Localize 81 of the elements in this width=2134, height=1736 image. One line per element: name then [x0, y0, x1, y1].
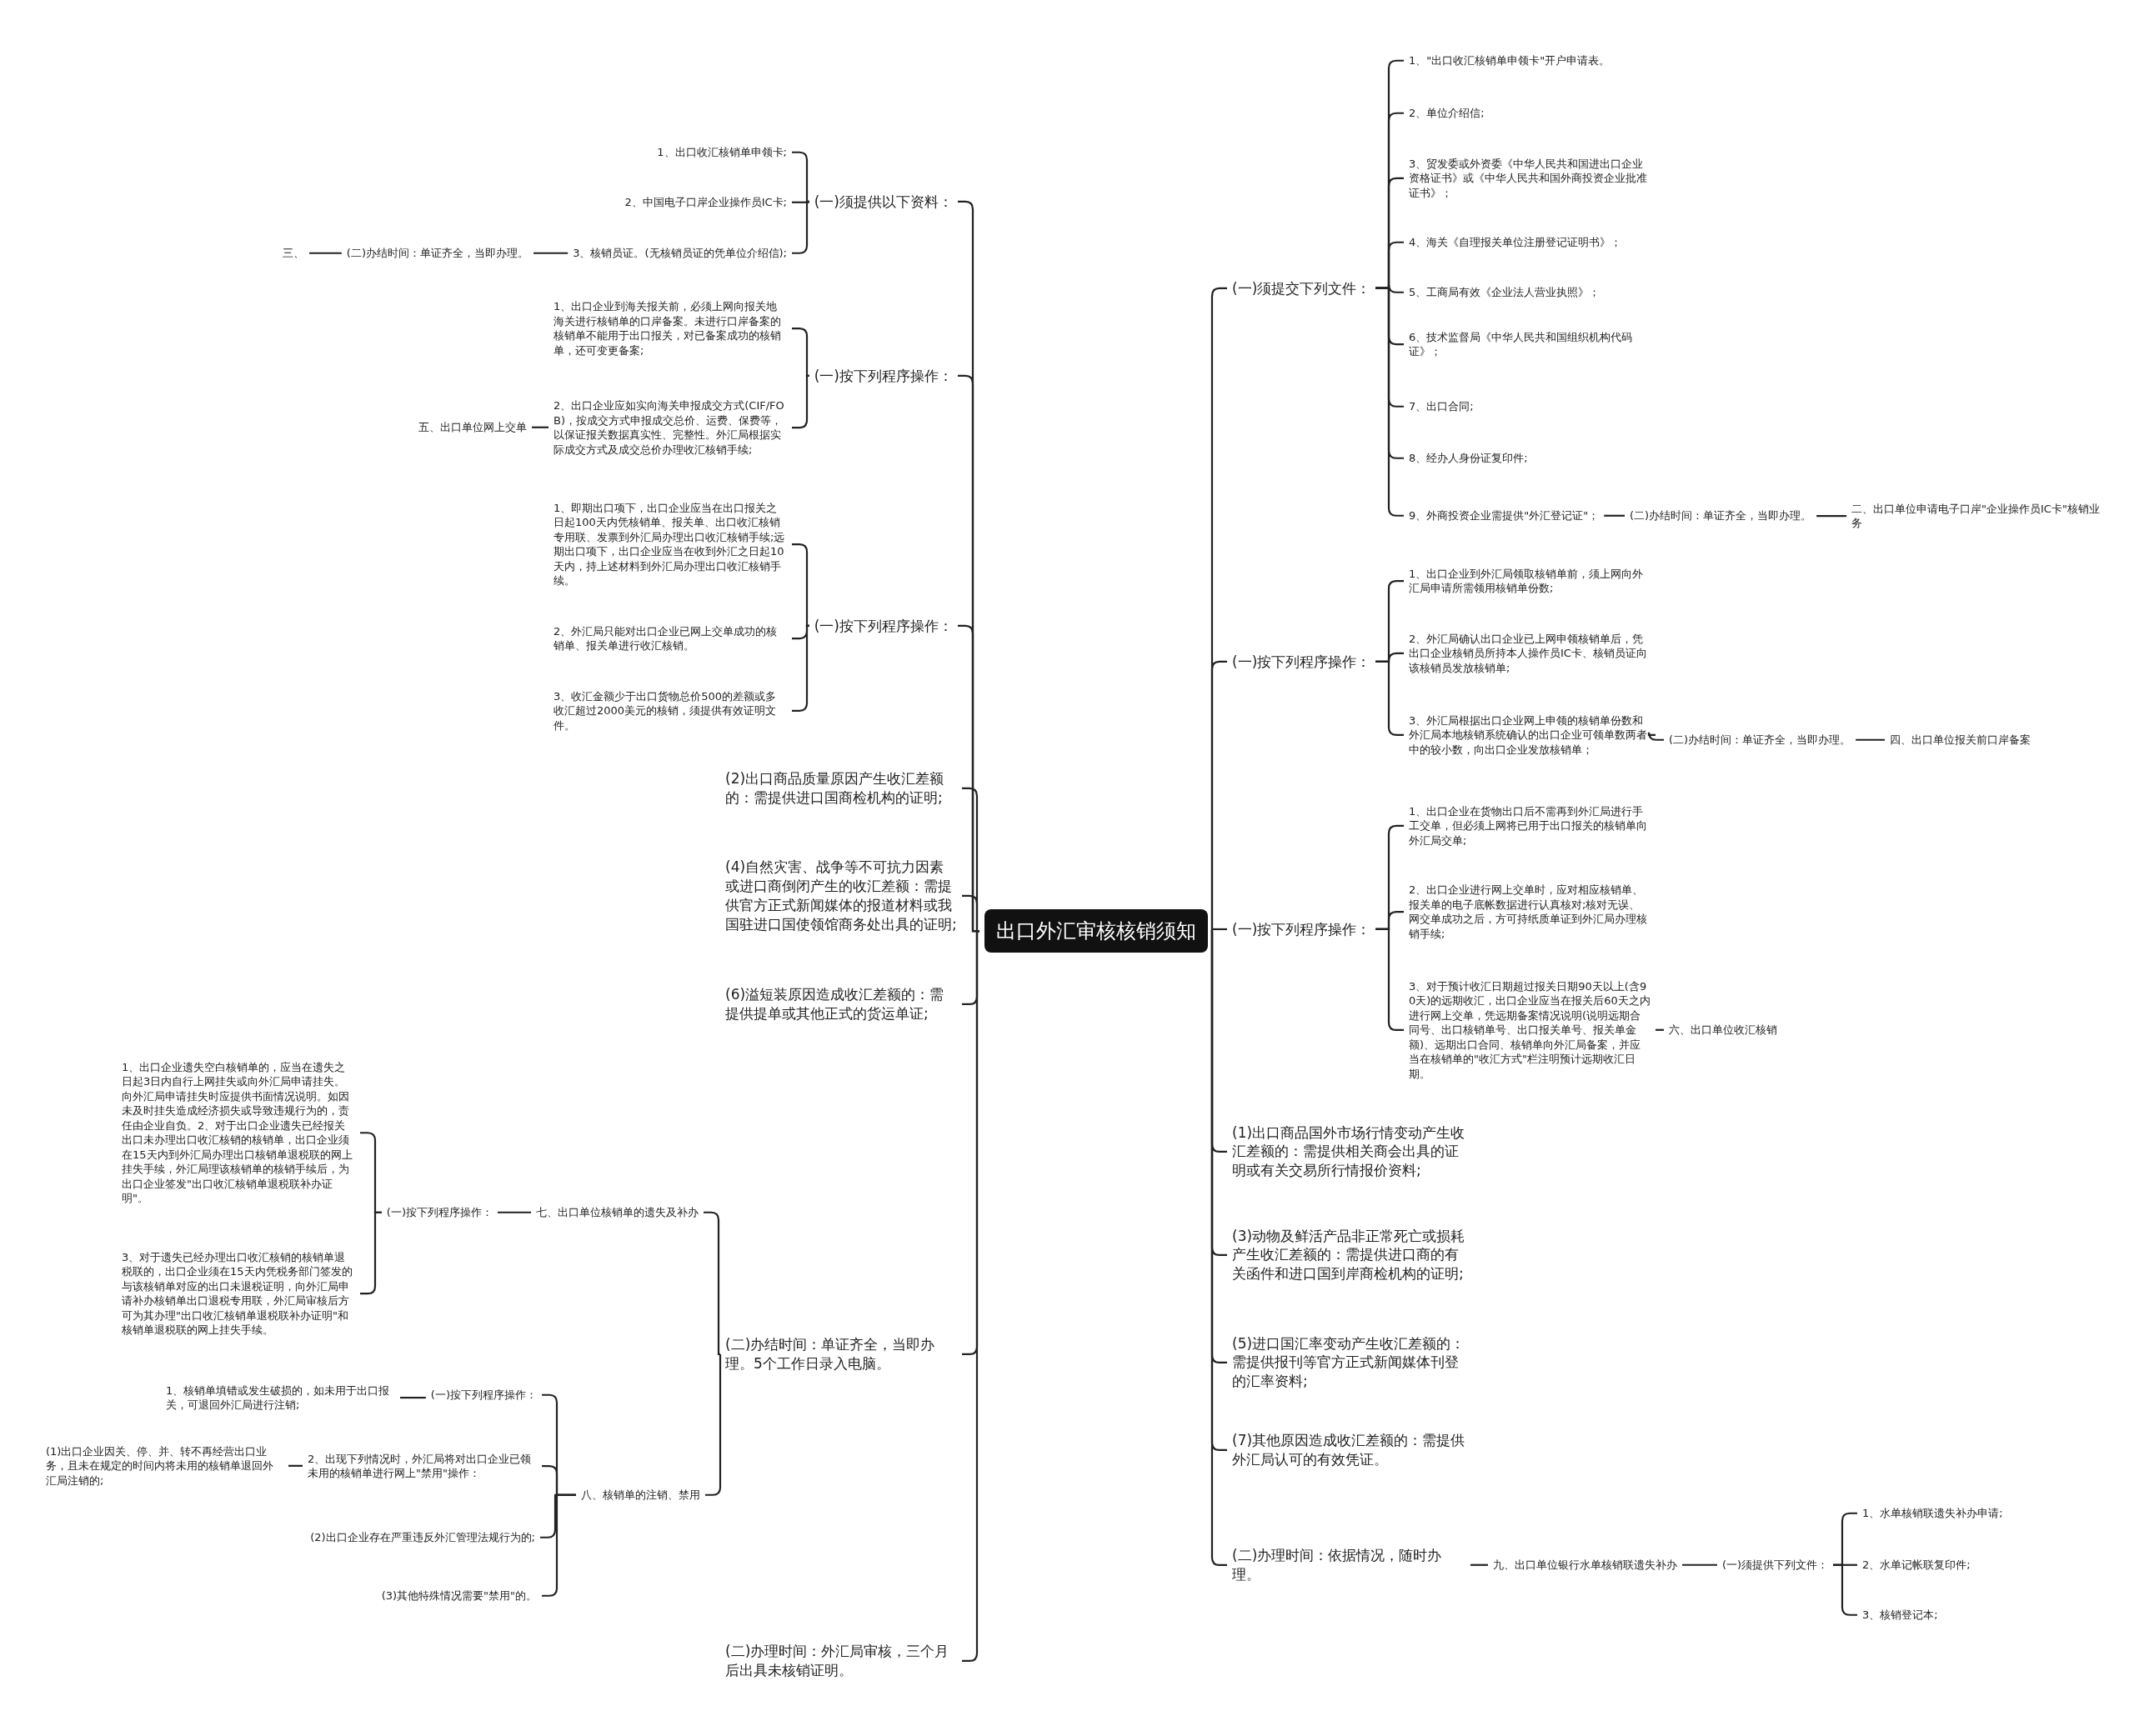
central-topic-box: 出口外汇审核核销须知	[984, 909, 1208, 953]
topic-text: 九、出口单位银行水单核销联遗失补办	[1493, 1558, 1677, 1573]
topic-text: 七、出口单位核销单的遗失及补办	[536, 1205, 699, 1220]
topic-text: 9、外商投资企业需提供"外汇登记证"；	[1409, 508, 1600, 523]
topic-text: (二)办理时间：外汇局审核，三个月后出具未核销证明。	[725, 1642, 957, 1680]
topic-text: (6)溢短装原因造成收汇差额的：需提供提单或其他正式的货运单证;	[725, 985, 957, 1023]
topic-text: (一)按下列程序操作：	[430, 1388, 537, 1403]
topic-text: 2、出口企业应如实向海关申报成交方式(CIF/FOB)，按成交方式申报成交总价、运费、保费等，以保证报关数据真实性、完整性。外汇局根据实际成交方式及成交总价办理收汇核销手续;	[554, 398, 787, 458]
topic-text: (1)出口商品国外市场行情变动产生收汇差额的：需提供相关商会出具的证明或有关交易所行情报价资料;	[1232, 1123, 1465, 1181]
connector-line	[1856, 738, 1885, 741]
topic-text: (一)按下列程序操作：	[1232, 919, 1371, 939]
topic-text: 1、出口收汇核销单申领卡;	[657, 145, 787, 160]
connector-line	[498, 1211, 531, 1213]
connector-line	[1682, 1563, 1717, 1566]
topic-text: (二)办结时间：单证齐全，当即办理。	[1630, 508, 1812, 523]
topic-text: (一)须提交下列文件：	[1232, 278, 1371, 298]
connector-line	[1213, 928, 1227, 931]
connector-line	[1647, 731, 1664, 741]
connector-line	[1816, 514, 1846, 518]
topic-text: 1、出口企业到外汇局领取核销单前，须上网向外汇局申请所需领用核销单份数;	[1409, 566, 1651, 596]
topic-text: 2、出现下列情况时，外汇局将对出口企业已领未用的核销单进行网上"禁用"操作：	[308, 1451, 537, 1481]
topic-text: 2、中国电子口岸企业操作员IC卡;	[624, 195, 787, 210]
connector-line	[792, 201, 809, 203]
connector-line	[400, 1396, 426, 1399]
topic-text: 3、核销登记本;	[1862, 1608, 1938, 1623]
topic-text: (二)办结时间：单证齐全，当即办理。5个工作日录入电脑。	[725, 1335, 957, 1373]
connector-line	[309, 252, 342, 254]
topic-text: (二)办结时间：单证齐全，当即办理。	[346, 246, 528, 261]
topic-text: 3、对于遗失已经办理出口收汇核销的核销单退税联的，出口企业须在15天内凭税务部门签发的与该核销单对应的出口未退税证明，向外汇局申请补办核销单出口退税专用联，外汇局审核后方可为其办理"出口收汇核销单退税联补办证明"和核销单退税联的网上挂失手续。	[122, 1249, 355, 1338]
topic-text: (一)须提供下列文件：	[1722, 1558, 1829, 1573]
topic-text: 7、出口合同;	[1409, 399, 1474, 414]
topic-text: 3、外汇局根据出口企业网上申领的核销单份数和外汇局本地核销系统确认的出口企业可领单数两者中的较小数，向出口企业发放核销单；	[1409, 713, 1651, 758]
topic-text: (一)按下列程序操作：	[1232, 652, 1371, 672]
connector-line	[534, 252, 569, 254]
topic-text: 八、核销单的注销、禁用	[581, 1488, 700, 1503]
topic-text: 五、出口单位网上交单	[418, 420, 527, 435]
topic-text: (3)其他特殊情况需要"禁用"的。	[381, 1588, 537, 1603]
topic-text: (一)按下列程序操作：	[814, 616, 953, 636]
topic-text: (2)出口商品质量原因产生收汇差额的：需提供进口国商检机构的证明;	[725, 769, 957, 808]
topic-text: 2、水单记帐联复印件;	[1862, 1558, 1971, 1573]
connector-line	[532, 426, 549, 428]
topic-text: (一)按下列程序操作：	[386, 1205, 493, 1220]
topic-text: 2、外汇局确认出口企业已上网申领核销单后，凭出口企业核销员所持本人操作员IC卡、核销员证向该核销员发放核销单;	[1409, 631, 1651, 676]
topic-text: 1、"出口收汇核销单申领卡"开户申请表。	[1409, 53, 1611, 68]
topic-text: (5)进口国汇率变动产生收汇差额的：需提供报刊等官方正式新闻媒体刊登的汇率资料;	[1232, 1333, 1465, 1392]
topic-text: (一)须提供以下资料：	[814, 192, 953, 212]
connector-line	[1470, 1563, 1488, 1566]
topic-text: 5、工商局有效《企业法人营业执照》；	[1409, 285, 1600, 300]
topic-text: 3、贸发委或外资委《中华人民共和国进出口企业资格证书》或《中华人民共和国外商投资企业批准证书》；	[1409, 156, 1651, 201]
topic-text: 1、出口企业到海关报关前，必须上网向报关地海关进行核销单的口岸备案。未进行口岸备案的核销单不能用于出口报关，对已备案成功的核销单，还可变更备案;	[554, 299, 787, 358]
topic-text: 1、水单核销联遗失补办申请;	[1862, 1506, 2003, 1521]
topic-text: 1、出口企业在货物出口后不需再到外汇局进行手工交单，但必须上网将已用于出口报关的核销单向外汇局交单;	[1409, 803, 1651, 848]
topic-text: 四、出口单位报关前口岸备案	[1890, 733, 2031, 748]
topic-text: 3、对于预计收汇日期超过报关日期90天以上(含90天)的远期收汇，出口企业应当在报关后60天之内进行网上交单，凭远期备案情况说明(说明远期合同号、出口核销单号、出口报关单号、报关单金额)、远期出口合同、核销单向外汇局备案，并应当在核销单的"收汇方式"栏注明预计远期收汇日期。	[1409, 978, 1651, 1082]
connector-line	[962, 894, 979, 933]
connector-line	[1210, 660, 1227, 933]
topic-text: 2、单位介绍信;	[1409, 106, 1485, 121]
topic-text: 6、技术监督局《中华人民共和国组织机构代码证》；	[1409, 329, 1651, 359]
topic-text: 三、	[283, 246, 304, 261]
topic-text: 2、出口企业进行网上交单时，应对相应核销单、报关单的电子底帐数据进行认真核对;核对无误、网交单成功之后，方可持纸质单证到外汇局办理核销手续;	[1409, 883, 1651, 942]
topic-text: (1)出口企业因关、停、并、转不再经营出口业务，且未在规定的时间内将未用的核销单退回外汇局注销的;	[46, 1443, 283, 1488]
topic-text: (4)自然灾害、战争等不可抗力因素或进口商倒闭产生的收汇差额：需提供官方正式新闻媒体的报道材料或我国驻进口国使领馆商务处出具的证明;	[725, 858, 957, 934]
connector-line	[1604, 514, 1625, 517]
connector-line	[288, 1464, 303, 1467]
topic-text: 3、核销员证。(无核销员证的凭单位介绍信);	[573, 246, 787, 261]
connector-line	[1656, 1028, 1664, 1031]
topic-text: 1、核销单填错或发生破损的，如未用于出口报关，可退回外汇局进行注销;	[166, 1383, 395, 1413]
topic-text: (7)其他原因造成收汇差额的：需提供外汇局认可的有效凭证。	[1232, 1431, 1465, 1469]
topic-text: 8、经办人身份证复印件;	[1409, 451, 1528, 466]
topic-text: (二)办结时间：单证齐全，当即办理。	[1669, 733, 1851, 748]
topic-text: 3、收汇金额少于出口货物总价500的差额或多收汇超过2000美元的核销，须提供有效证明文件。	[554, 688, 787, 733]
topic-text: 二、出口单位申请电子口岸"企业操作员IC卡"核销业务	[1851, 501, 2101, 531]
topic-text: (二)办理时间：依据情况，随时办理。	[1232, 1546, 1465, 1584]
topic-text: 六、出口单位收汇核销	[1669, 1023, 1777, 1038]
topic-text: 1、出口企业遗失空白核销单的，应当在遗失之日起3日内自行上网挂失或向外汇局申请挂失。向外汇局申请挂失时应提供书面情况说明。如因未及时挂失造成经济损失或导致违规行为的，责任由企业自负。2、对于出口企业遗失已经报关出口未办理出口收汇核销的核销单，出口企业须在15天内到外汇局办理出口核销单退税联的网上挂失手续，外汇局理该核销单的核销手续后，为出口企业签发"出口收汇核销单退税联补办证明"。	[122, 1059, 355, 1206]
topic-text: (3)动物及鲜活产品非正常死亡或损耗产生收汇差额的：需提供进口商的有关函件和进口国到岸商检机构的证明;	[1232, 1226, 1465, 1284]
topic-text: 1、即期出口项下，出口企业应当在出口报关之日起100天内凭核销单、报关单、出口收汇核销专用联、发票到外汇局办理出口收汇核销手续;远期出口项下，出口企业应当在收到外汇之日起10天内，持上述材料到外汇局办理出口收汇核销手续。	[554, 500, 787, 588]
topic-text: 2、外汇局只能对出口企业已网上交单成功的核销单、报关单进行收汇核销。	[554, 623, 787, 653]
topic-text: (一)按下列程序操作：	[814, 366, 953, 386]
topic-text: (2)出口企业存在严重违反外汇管理法规行为的;	[310, 1530, 535, 1545]
topic-text: 4、海关《自理报关单位注册登记证明书》；	[1409, 235, 1622, 250]
